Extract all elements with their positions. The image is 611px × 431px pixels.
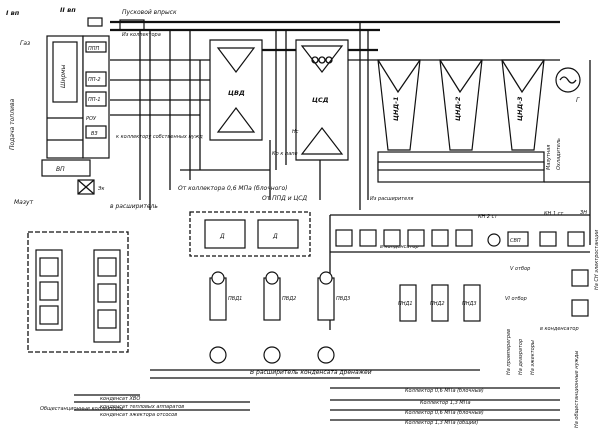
svg-text:Коллектор 0,6 МПа (блочный): Коллектор 0,6 МПа (блочный): [405, 388, 484, 394]
boiler: Ширмы ППП ПП-2 ПП-1 ВЗ РОУ ВП Эк: [41, 35, 110, 195]
mazut-label: Мазут: [14, 199, 34, 206]
svg-text:Мазутная: Мазутная: [546, 145, 552, 170]
cnd3-label: ЦНД-3: [516, 96, 524, 121]
svg-text:ЗН: ЗН: [580, 210, 587, 216]
grid2-label: II вп: [60, 6, 76, 14]
boiler-shirms: [52, 41, 78, 103]
pp2-box: [85, 71, 107, 87]
svg-text:СВП: СВП: [510, 238, 521, 244]
from-expander-label: Из расширителя: [370, 196, 413, 202]
turbine-hp: ЦВД: [209, 39, 263, 141]
bottom-expander-label: В расширитель конденсата дренажей: [250, 369, 372, 376]
deaerator-1: [204, 219, 246, 249]
cnd1-label: ЦНД-1: [392, 97, 400, 121]
rou-label: РОУ: [86, 116, 97, 122]
generator-label: Г: [576, 97, 580, 104]
pp1-box: [85, 91, 107, 107]
svg-text:ППП: ППП: [88, 46, 100, 52]
svg-text:Эк: Эк: [97, 186, 105, 192]
svg-text:КН 1 ст: КН 1 ст: [544, 211, 564, 217]
svg-text:Из коллектора: Из коллектора: [122, 32, 161, 38]
from-ppd-label: От ППД и ЦСД: [262, 195, 307, 202]
vp-air-heater: [41, 159, 91, 177]
vacuum-label: к коллектору собственных нужд: [116, 134, 203, 140]
condensate-train: СВП ЗН: [335, 210, 587, 247]
svg-text:На эжекторы: На эжекторы: [530, 340, 536, 375]
svg-text:Д: Д: [272, 233, 278, 240]
deaerator-2: [257, 219, 299, 249]
svg-text:ПП-2: ПП-2: [88, 77, 101, 83]
svg-text:Коллектор 1,3 МПа (общий): Коллектор 1,3 МПа (общий): [405, 420, 478, 426]
svg-text:На СН электростанции: На СН электростанции: [594, 229, 600, 290]
shirms-label: Ширмы: [60, 64, 67, 88]
cvd-label: ЦВД: [228, 89, 245, 97]
svg-text:ВП: ВП: [56, 166, 65, 173]
svg-text:конденсат эжектора отсосов: конденсат эжектора отсосов: [100, 412, 177, 418]
ppp-box: [85, 41, 107, 53]
condenser-label: в конденсатор: [380, 244, 419, 250]
to-expander-label: в расширитель: [110, 203, 158, 210]
svg-text:VI отбор: VI отбор: [505, 296, 527, 302]
grid1-label: I вп: [6, 9, 20, 17]
from-collector-blok-label: От коллектора 0,6 МПа (блочного): [178, 185, 288, 192]
svg-text:в конденсатор: в конденсатор: [540, 326, 579, 332]
svg-text:На промперегрев: На промперегрев: [506, 329, 512, 375]
svg-text:V отбор: V отбор: [510, 266, 530, 272]
turbine-ip: ЦСД Нс Кр к папе: [272, 39, 349, 161]
gas-label: Газ: [20, 40, 30, 47]
svg-text:КН 2 ст: КН 2 ст: [478, 214, 498, 220]
svg-text:ПВД2: ПВД2: [282, 296, 296, 302]
svg-text:ПНД1: ПНД1: [398, 301, 413, 307]
svg-text:На общестанционные нужды: На общестанционные нужды: [574, 351, 580, 428]
svg-text:ПВД3: ПВД3: [336, 296, 350, 302]
svg-text:ПВД1: ПВД1: [228, 296, 242, 302]
svg-text:На деаэратор: На деаэратор: [518, 339, 524, 375]
hp-heaters: [27, 231, 129, 353]
svg-text:Общестанционные коллекторы: Общестанционные коллекторы: [40, 406, 123, 412]
svg-text:Нс: Нс: [292, 129, 299, 135]
svg-text:ПНД3: ПНД3: [462, 301, 477, 307]
svg-text:Коллектор 1,3 МПа: Коллектор 1,3 МПа: [420, 400, 471, 406]
svg-text:ВЗ: ВЗ: [91, 131, 98, 137]
svg-text:ПНД2: ПНД2: [430, 301, 445, 307]
svg-text:Коллектор 0,6 МПа (блочный): Коллектор 0,6 МПа (блочный): [405, 410, 484, 416]
csd-label: ЦСД: [312, 96, 329, 104]
vz-box: [85, 125, 107, 139]
fuel-supply-label: Подача топлива: [9, 99, 16, 150]
svg-text:ПП-1: ПП-1: [88, 97, 101, 103]
svg-text:Охладитель: Охладитель: [556, 138, 562, 170]
svg-text:Д: Д: [219, 233, 225, 240]
svg-text:конденсат ХВО: конденсат ХВО: [100, 396, 140, 402]
heater-row: ПВД1 ПВД2 ПВД3 ПНД1 ПНД2 ПНД3: [209, 271, 481, 364]
svg-text:Кр к папе: Кр к папе: [272, 151, 298, 157]
svg-text:конденсат тепловых аппаратов: конденсат тепловых аппаратов: [100, 404, 184, 410]
startup-label: Пусковой впрыск: [122, 9, 177, 16]
turbine-lp: ЦНД-1 ЦНД-2 ЦНД-3: [377, 59, 545, 151]
cnd2-label: ЦНД-2: [454, 96, 462, 121]
